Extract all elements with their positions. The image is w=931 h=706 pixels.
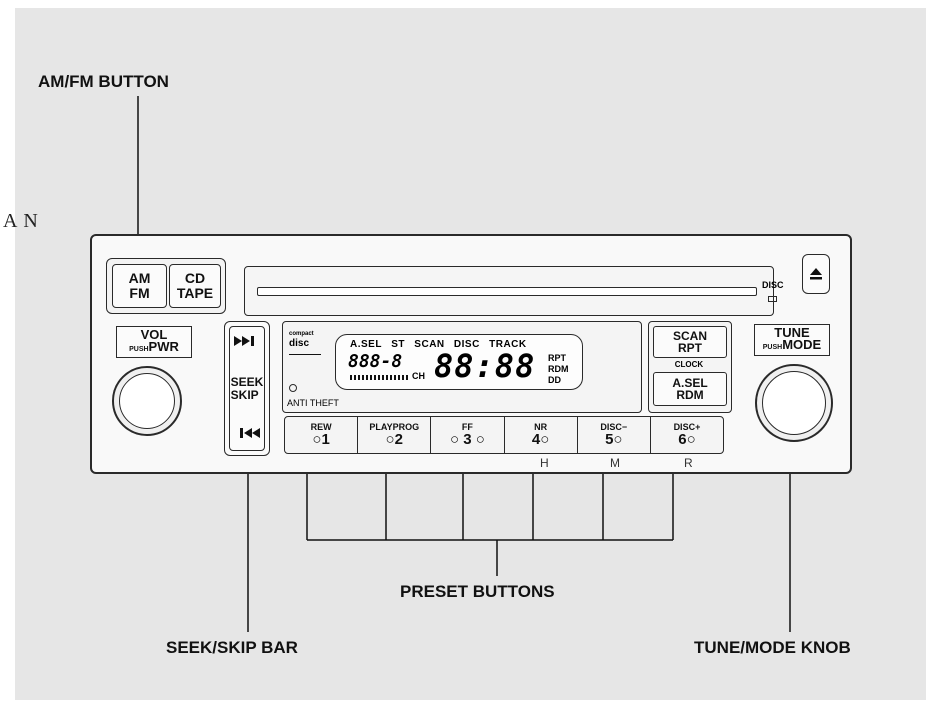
eject-icon (810, 268, 822, 280)
preset-leaders (306, 454, 682, 576)
lcd-level-bars (350, 375, 408, 380)
preset-num: 1 (321, 431, 330, 448)
preset-fn: NR (534, 422, 548, 432)
preset-button-2[interactable]: PLAYPROG ○2 (358, 417, 432, 453)
preset-button-3[interactable]: FF ○ 3 ○ (431, 417, 505, 453)
preset-num: 4 (531, 431, 541, 448)
radio-unit: AM FM CD TAPE DISC VOL PUSHPWR SEEK SKIP (90, 234, 852, 474)
lcd-asel: A.SEL (350, 339, 382, 350)
preset-m-label: M (610, 456, 620, 470)
clock-label: CLOCK (674, 360, 704, 369)
disc-indicator-led (768, 296, 777, 302)
preset-button-4[interactable]: NR 4○ (505, 417, 578, 453)
display-area: compact disc ANTI THEFT A.SEL ST SCAN DI… (282, 321, 642, 413)
preset-h-label: H (540, 456, 549, 470)
lcd-rpt-rdm-indicators: RPT RDM DD (548, 353, 569, 386)
callout-preset-buttons: PRESET BUTTONS (400, 582, 555, 601)
am-fm-line1: AM (128, 270, 151, 286)
preset-fn: REW (310, 422, 332, 432)
side-label: A N (3, 210, 39, 232)
preset-fn: PLAYPROG (369, 422, 420, 432)
cd-tape-button[interactable]: CD TAPE (169, 264, 221, 308)
disc-slot-frame (244, 266, 774, 316)
lcd-rdm: RDM (548, 364, 569, 374)
scan-rpt-button[interactable]: SCAN RPT (653, 326, 727, 358)
preset-buttons-row: REW ○1 PLAYPROG ○2 FF ○ 3 ○ NR 4○ DISC− … (284, 416, 724, 454)
disc-logo-line1: compact (289, 331, 314, 337)
lcd-frequency-segments: 88:88 (434, 347, 536, 385)
preset-fn: DISC− (600, 422, 628, 432)
cd-tape-line2: TAPE (176, 285, 214, 301)
am-fm-cd-tape-group: AM FM CD TAPE (106, 258, 226, 314)
preset-fn: FF (461, 422, 473, 432)
cd-tape-line1: CD (184, 270, 206, 286)
lcd-st: ST (391, 339, 406, 350)
skip-back-icon (234, 428, 260, 441)
lcd-disc: DISC (453, 339, 480, 350)
lcd-rpt: RPT (548, 353, 566, 363)
lcd-dolby: DD (548, 375, 561, 385)
preset-num: 6 (678, 431, 687, 448)
preset-button-6[interactable]: DISC+ 6○ (673, 422, 701, 448)
lcd-indicator-row: A.SEL ST SCAN DISC TRACK (350, 339, 533, 350)
tune-mode-knob[interactable] (755, 364, 833, 442)
preset-num: 2 (394, 431, 403, 448)
lcd-band-segments: 888-8 (348, 351, 403, 372)
lcd-display: A.SEL ST SCAN DISC TRACK 888-8 CH 88:88 … (335, 334, 583, 390)
seek-text: SEEK (230, 374, 264, 389)
callout-seek-skip-bar: SEEK/SKIP BAR (166, 638, 298, 657)
disc-indicator-label: DISC (762, 280, 784, 290)
tune-push-text: PUSH (762, 343, 783, 351)
lcd-ch: CH (412, 371, 425, 381)
vol-push-text: PUSH (129, 345, 149, 353)
am-fm-line2: FM (129, 285, 150, 301)
skip-text: SKIP (230, 387, 259, 402)
anti-theft-led (289, 384, 297, 392)
mode-text: MODE (782, 336, 822, 352)
scan-asel-group: SCAN RPT CLOCK A.SEL RDM (648, 321, 732, 413)
tune-text: TUNE (774, 324, 810, 340)
lcd-track: TRACK (489, 339, 527, 350)
disc-slot (257, 287, 757, 296)
rdm-text: RDM (676, 388, 704, 402)
seek-skip-bar[interactable]: SEEK SKIP (224, 321, 270, 456)
vol-pwr-knob[interactable] (112, 366, 182, 436)
lcd-scan: SCAN (414, 339, 445, 350)
preset-r-label: R (684, 456, 693, 470)
preset-button-1[interactable]: REW ○1 (285, 417, 359, 453)
pwr-text: PWR (148, 338, 179, 354)
rpt-text: RPT (678, 341, 702, 355)
vol-text: VOL (140, 326, 168, 342)
preset-num: 3 (463, 431, 472, 448)
compact-disc-logo: compact disc (289, 328, 321, 355)
preset-fn: DISC+ (673, 422, 701, 432)
preset-num: 5 (605, 431, 614, 448)
asel-rdm-button[interactable]: A.SEL RDM (653, 372, 727, 406)
scan-text: SCAN (672, 329, 707, 343)
preset-button-5[interactable]: DISC− 5○ (578, 417, 651, 453)
asel-text: A.SEL (672, 376, 708, 390)
vol-pwr-label: VOL PUSHPWR (116, 326, 192, 358)
am-fm-button[interactable]: AM FM (112, 264, 167, 308)
anti-theft-label: ANTI THEFT (287, 398, 339, 408)
callout-am-fm-button: AM/FM BUTTON (38, 72, 169, 91)
skip-forward-icon (234, 336, 260, 349)
tune-mode-label: TUNE PUSHMODE (754, 324, 830, 356)
eject-button[interactable] (802, 254, 830, 294)
disc-logo-line2: disc (289, 338, 310, 349)
callout-tune-mode-knob: TUNE/MODE KNOB (694, 638, 851, 657)
